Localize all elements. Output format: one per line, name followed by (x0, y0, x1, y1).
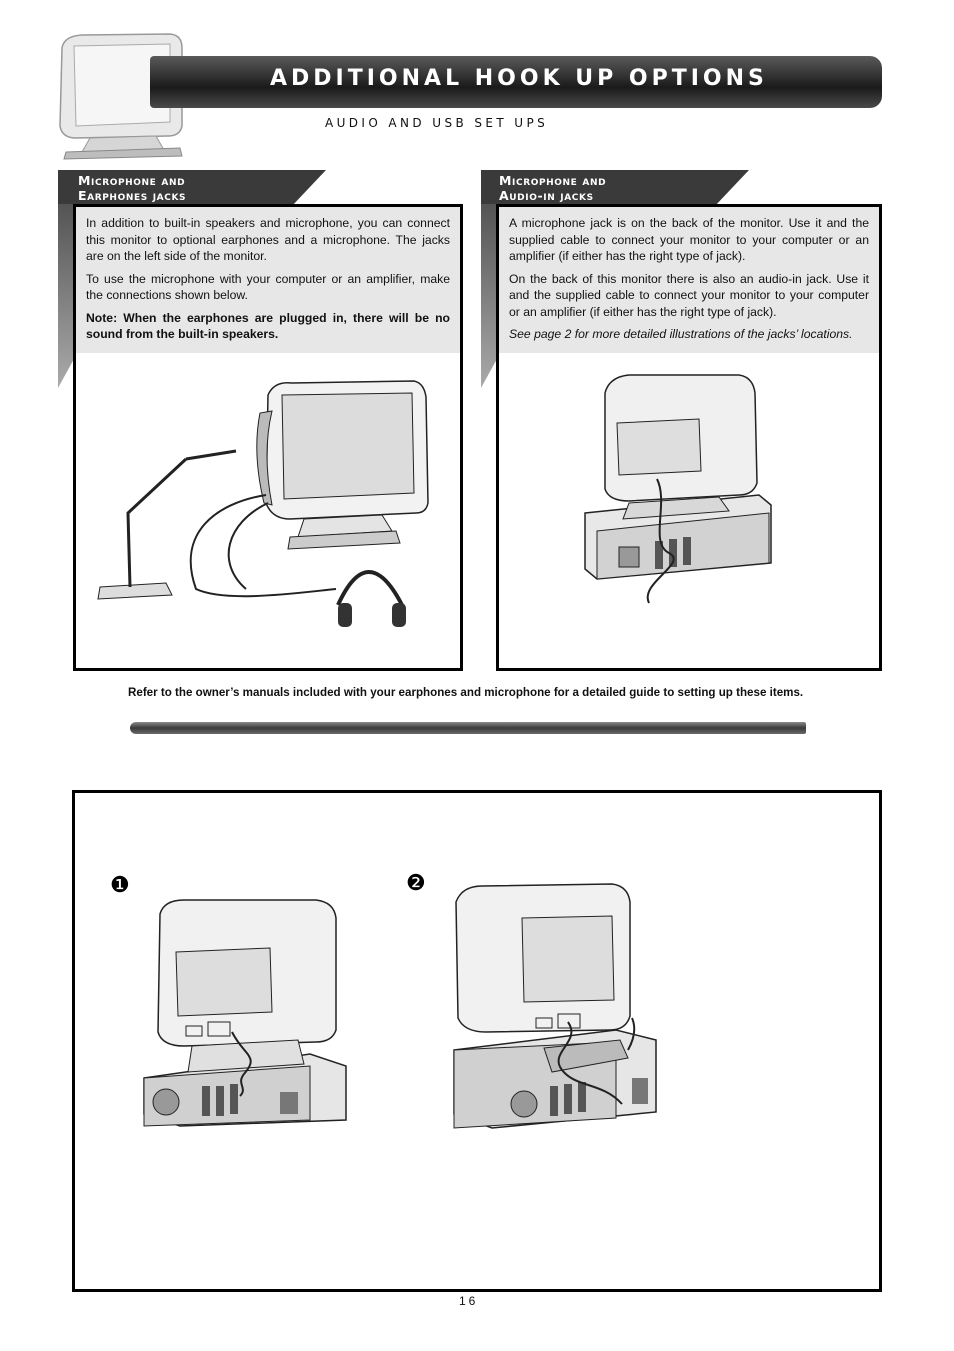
left-section-box: In addition to built-in speakers and mic… (73, 204, 463, 671)
refer-note: Refer to the owner’s manuals included wi… (128, 686, 804, 699)
usb-step-2-illustration (453, 883, 657, 1129)
right-see-page-note: See page 2 for more detailed illustratio… (509, 327, 853, 341)
header-banner (150, 56, 882, 108)
step-2-marker: ❷ (406, 870, 426, 895)
right-heading-line2: Audio-in jacks (499, 188, 594, 203)
monitor-earphones-microphone-illustration (97, 379, 429, 627)
right-section-box: A microphone jack is on the back of the … (496, 204, 882, 671)
usb-setup-box (72, 790, 882, 1292)
left-note: Note: When the earphones are plugged in,… (86, 310, 450, 342)
page-title: ADDITIONAL HOOK UP OPTIONS (270, 66, 768, 91)
page-subtitle: AUDIO AND USB SET UPS (325, 116, 549, 130)
left-paragraph-2: To use the microphone with your computer… (86, 271, 450, 303)
right-tab-shadow (481, 170, 499, 388)
page-number: 16 (459, 1294, 479, 1308)
left-section-tab (58, 170, 326, 204)
right-section-tab (481, 170, 749, 204)
left-tab-shadow (58, 170, 76, 388)
right-section-text: A microphone jack is on the back of the … (499, 207, 879, 353)
step-1-marker: ❶ (110, 872, 130, 897)
monitor-computer-back-illustration (584, 373, 772, 603)
left-paragraph-1: In addition to built-in speakers and mic… (86, 216, 450, 263)
right-heading-line1: Microphone and (499, 173, 607, 188)
right-paragraph-1: A microphone jack is on the back of the … (509, 216, 869, 263)
left-section-text: In addition to built-in speakers and mic… (76, 207, 460, 353)
usb-step-1-illustration (143, 899, 347, 1127)
left-heading-line2: Earphones jacks (78, 188, 187, 203)
right-paragraph-2: On the back of this monitor there is als… (509, 271, 869, 319)
right-section-heading: Microphone and Audio-in jacks (499, 173, 606, 203)
left-heading-line1: Microphone and (78, 173, 186, 188)
left-section-heading: Microphone and Earphones jacks (78, 173, 186, 203)
section-divider (130, 722, 806, 734)
